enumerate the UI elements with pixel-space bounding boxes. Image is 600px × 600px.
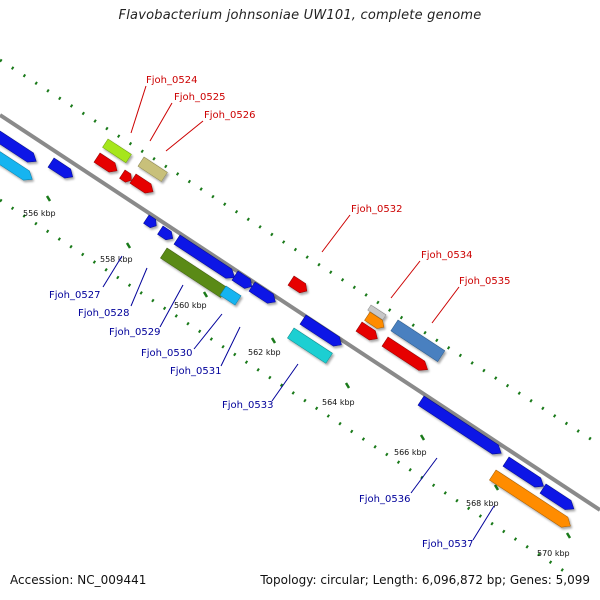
callout-line-Fjoh_0536 bbox=[410, 457, 438, 494]
gene-label-Fjoh_0532[interactable]: Fjoh_0532 bbox=[351, 204, 402, 215]
callout-line-Fjoh_0534 bbox=[390, 260, 421, 299]
gene-label-Fjoh_0534[interactable]: Fjoh_0534 bbox=[421, 250, 472, 261]
gene-feature-blue[interactable] bbox=[539, 483, 577, 514]
gene-feature-Fjoh_0537[interactable] bbox=[489, 469, 573, 531]
gene-feature-Fjoh_0536[interactable] bbox=[417, 395, 504, 458]
callout-line-Fjoh_0528 bbox=[130, 267, 148, 307]
gene-label-Fjoh_0537[interactable]: Fjoh_0537 bbox=[422, 539, 473, 550]
gene-feature-cyan[interactable] bbox=[0, 148, 35, 184]
gene-label-Fjoh_0527[interactable]: Fjoh_0527 bbox=[49, 290, 100, 301]
gene-feature-Fjoh_0534[interactable] bbox=[364, 311, 387, 331]
accession-text: Accession: NC_009441 bbox=[10, 573, 147, 587]
callout-line-Fjoh_0535 bbox=[431, 286, 460, 324]
kbp-label-556: 556 kbp bbox=[23, 209, 56, 218]
gene-label-Fjoh_0535[interactable]: Fjoh_0535 bbox=[459, 276, 510, 287]
genome-backbone bbox=[0, 113, 600, 512]
gene-feature-Fjoh_0535[interactable] bbox=[390, 319, 446, 362]
callout-line-Fjoh_0526 bbox=[165, 120, 204, 152]
gene-feature-Fjoh_0530[interactable] bbox=[219, 285, 242, 306]
gene-feature-blue[interactable] bbox=[231, 270, 255, 291]
gene-label-Fjoh_0528[interactable]: Fjoh_0528 bbox=[78, 308, 129, 319]
gene-feature-gray[interactable] bbox=[367, 304, 387, 321]
kbp-label-570: 570 kbp bbox=[537, 549, 570, 558]
gene-feature-blue-long[interactable] bbox=[173, 234, 238, 282]
gene-feature-blue[interactable] bbox=[47, 157, 76, 181]
callout-line-Fjoh_0530 bbox=[193, 313, 223, 350]
gene-label-Fjoh_0524[interactable]: Fjoh_0524 bbox=[146, 75, 197, 86]
gene-label-Fjoh_0531[interactable]: Fjoh_0531 bbox=[170, 366, 221, 377]
callout-line-Fjoh_0537 bbox=[472, 505, 495, 541]
kbp-major-ticks bbox=[45, 195, 572, 539]
gene-feature-Fjoh_0531[interactable] bbox=[248, 281, 278, 307]
kbp-label-560: 560 kbp bbox=[174, 301, 207, 310]
callout-line-Fjoh_0532 bbox=[321, 214, 351, 253]
map-title: Flavobacterium johnsoniae UW101, complet… bbox=[118, 8, 482, 23]
callout-line-Fjoh_0524 bbox=[130, 85, 147, 134]
gene-feature-Fjoh_0527[interactable] bbox=[143, 214, 160, 230]
gene-feature-Fjoh_0525[interactable] bbox=[93, 152, 120, 175]
gene-label-Fjoh_0530[interactable]: Fjoh_0530 bbox=[141, 348, 192, 359]
gene-feature-blue[interactable] bbox=[299, 314, 344, 349]
gene-feature-Fjoh_0533[interactable] bbox=[287, 327, 333, 364]
callout-line-Fjoh_0531 bbox=[220, 326, 241, 367]
callout-line-Fjoh_0525 bbox=[149, 102, 173, 142]
gene-feature-blue[interactable] bbox=[502, 456, 547, 491]
gene-feature-Fjoh_0528[interactable] bbox=[157, 225, 176, 243]
kbp-label-562: 562 kbp bbox=[248, 348, 281, 357]
callout-line-Fjoh_0533 bbox=[271, 363, 299, 402]
inner-tick-ring bbox=[0, 198, 571, 577]
gene-feature-Fjoh_0532[interactable] bbox=[287, 275, 310, 296]
gene-label-Fjoh_0536[interactable]: Fjoh_0536 bbox=[359, 494, 410, 505]
gene-feature-red-long[interactable] bbox=[381, 336, 431, 374]
callout-line-Fjoh_0527 bbox=[102, 255, 123, 288]
gene-feature-red[interactable] bbox=[355, 321, 380, 343]
gene-label-Fjoh_0525[interactable]: Fjoh_0525 bbox=[174, 92, 225, 103]
gene-label-Fjoh_0533[interactable]: Fjoh_0533 bbox=[222, 400, 273, 411]
gene-label-Fjoh_0526[interactable]: Fjoh_0526 bbox=[204, 110, 255, 121]
gene-label-Fjoh_0529[interactable]: Fjoh_0529 bbox=[109, 327, 160, 338]
gene-feature-red[interactable] bbox=[129, 173, 156, 196]
kbp-label-568: 568 kbp bbox=[466, 499, 499, 508]
topology-text: Topology: circular; Length: 6,096,872 bp… bbox=[260, 573, 590, 587]
kbp-label-566: 566 kbp bbox=[394, 448, 427, 457]
callout-line-Fjoh_0529 bbox=[159, 284, 184, 328]
gene-feature-blue[interactable] bbox=[0, 130, 39, 166]
gene-feature-Fjoh_0526[interactable] bbox=[137, 156, 168, 182]
outer-tick-ring bbox=[0, 58, 600, 447]
kbp-label-564: 564 kbp bbox=[322, 398, 355, 407]
gene-feature-Fjoh_0524[interactable] bbox=[102, 138, 132, 164]
gene-feature-red-small[interactable] bbox=[119, 169, 135, 184]
kbp-label-558: 558 kbp bbox=[100, 255, 133, 264]
